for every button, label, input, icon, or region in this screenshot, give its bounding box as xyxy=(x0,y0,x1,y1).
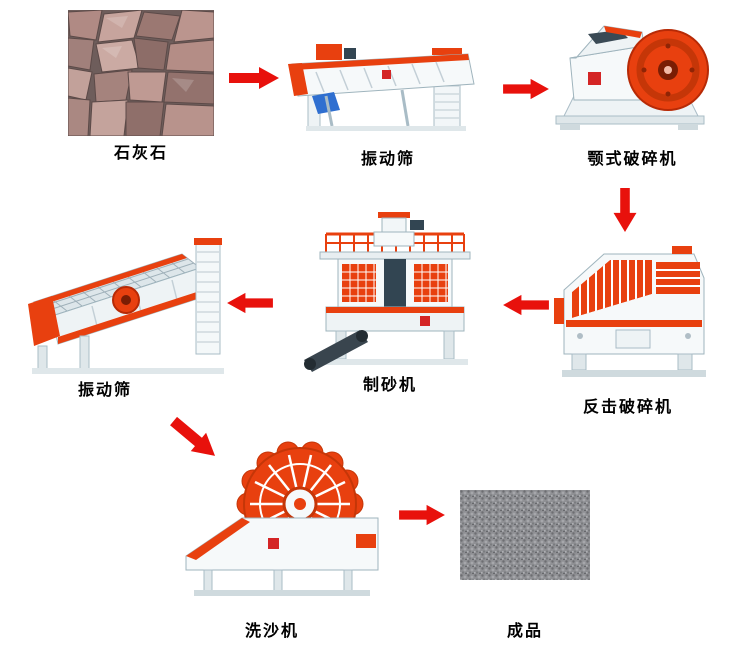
finished-product-label: 成品 xyxy=(506,621,543,640)
sand-making-machine-label: 制砂机 xyxy=(362,375,417,394)
vibrating-screen-left-label: 振动筛 xyxy=(77,380,132,399)
sand-gravel-image xyxy=(460,490,590,580)
arrow-limestone-to-screen-icon xyxy=(228,66,280,90)
limestone-photo xyxy=(68,10,214,136)
impact-crusher-illustration xyxy=(552,232,715,390)
jaw-crusher-label: 颚式破碎机 xyxy=(587,149,678,168)
sand-washer-label: 洗沙机 xyxy=(244,621,299,640)
vibrating-screen-top-illustration xyxy=(282,30,497,142)
arrow-washer-to-product-icon xyxy=(398,504,446,526)
vibrating-screen-top-label: 振动筛 xyxy=(360,149,415,168)
finished-product-photo xyxy=(460,490,590,580)
arrow-screen-to-washer-icon xyxy=(168,416,226,456)
arrow-sandmaker-to-screen-icon xyxy=(225,292,275,314)
limestone-label: 石灰石 xyxy=(113,143,168,162)
limestone-rocks-image xyxy=(68,10,214,136)
arrow-screen-to-jaw-icon xyxy=(503,78,549,100)
arrow-impact-to-sandmaker-icon xyxy=(502,294,550,316)
sand-making-machine-illustration xyxy=(298,212,490,372)
impact-crusher-label: 反击破碎机 xyxy=(582,397,673,416)
arrow-jaw-to-impact-icon xyxy=(612,188,638,232)
jaw-crusher-illustration xyxy=(548,12,713,140)
sand-washer-illustration xyxy=(182,438,394,600)
vibrating-screen-left-illustration xyxy=(22,224,234,374)
